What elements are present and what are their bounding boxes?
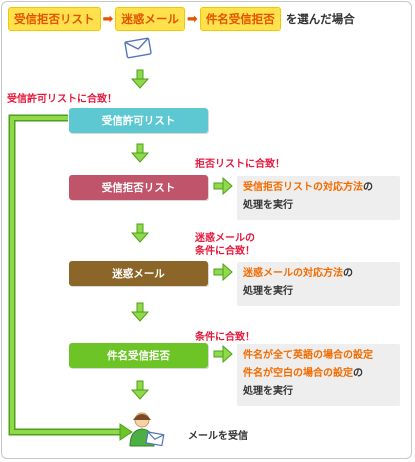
allow-list-label: 受信許可リスト [101, 115, 176, 127]
subject-note-blank: 件名が空白の場合の設定 [243, 368, 353, 379]
title-step-subject: 件名受信拒否 [199, 7, 281, 31]
right-arrow-icon [213, 262, 233, 282]
down-arrow-icon [130, 223, 150, 243]
subject-condition-label: 条件に合致！ [195, 332, 255, 343]
right-arrow-icon [213, 176, 233, 196]
deny-condition-label: 拒否リストに合致！ [195, 159, 285, 170]
spam-condition-line2: 条件に合致！ [195, 246, 255, 257]
deny-note-action: 処理を実行 [243, 200, 293, 211]
spam-note-action: 処理を実行 [243, 286, 293, 297]
subject-note-particle: の [353, 368, 363, 379]
down-arrow-icon [130, 380, 150, 400]
subject-note-action: 処理を実行 [243, 386, 293, 397]
down-arrow-icon [130, 143, 150, 163]
right-arrow-icon [213, 344, 233, 364]
spam-mail-box: 迷惑メール [69, 261, 208, 286]
diagram-title: 受信拒否リスト ➡ 迷惑メール ➡ 件名受信拒否 を選んだ場合 [8, 7, 355, 31]
user-with-mail-icon [129, 412, 165, 447]
spam-condition-line1: 迷惑メールの [195, 233, 255, 244]
deny-note-method: 受信拒否リストの対応方法 [243, 182, 363, 193]
subject-deny-box: 件名受信拒否 [69, 343, 208, 368]
allow-list-box: 受信許可リスト [69, 108, 208, 133]
subject-action-note: 件名が全て英語の場合の設定 件名が空白の場合の設定の 処理を実行 [237, 344, 400, 406]
subject-note-english: 件名が全て英語の場合の設定 [243, 350, 373, 361]
spam-note-particle: の [343, 268, 353, 279]
envelope-icon [124, 37, 152, 59]
deny-action-note: 受信拒否リストの対応方法の 処理を実行 [237, 176, 400, 220]
subject-deny-label: 件名受信拒否 [107, 350, 170, 362]
spam-note-method: 迷惑メールの対応方法 [243, 268, 343, 279]
down-arrow-icon [130, 302, 150, 322]
title-step-deny: 受信拒否リスト [8, 7, 101, 31]
spam-action-note: 迷惑メールの対応方法の 処理を実行 [237, 262, 400, 306]
title-step-spam: 迷惑メール [115, 7, 185, 31]
deny-list-box: 受信拒否リスト [69, 175, 208, 200]
deny-list-label: 受信拒否リスト [101, 182, 176, 194]
title-suffix: を選んだ場合 [285, 12, 355, 26]
deny-note-particle: の [363, 182, 373, 193]
down-arrow-icon [130, 69, 150, 89]
title-arrow-icon: ➡ [186, 11, 198, 27]
spam-mail-label: 迷惑メール [112, 268, 165, 280]
receive-mail-label: メールを受信 [188, 431, 248, 442]
allow-condition-label: 受信許可リストに合致！ [7, 94, 117, 105]
bypass-arrowhead-icon [119, 423, 133, 441]
title-arrow-icon: ➡ [102, 11, 114, 27]
